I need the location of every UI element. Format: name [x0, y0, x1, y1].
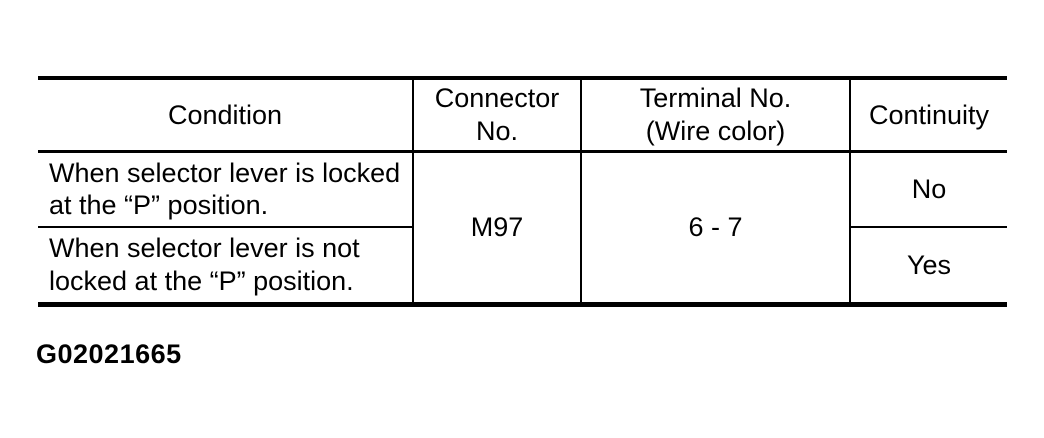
terminal-no-cell: 6 - 7	[580, 151, 851, 304]
continuity-check-table: Condition Connector No. Terminal No. (Wi…	[38, 76, 1007, 307]
connector-no-cell: M97	[412, 151, 582, 304]
table-row-not-locked: When selector lever is not locked at the…	[38, 227, 1007, 304]
continuity-cell-no: No	[849, 151, 1007, 228]
header-terminal-no: Terminal No. (Wire color)	[580, 78, 850, 153]
continuity-cell-yes: Yes	[849, 227, 1007, 304]
figure-id: G02021665	[36, 339, 182, 369]
header-continuity: Continuity	[849, 78, 1007, 153]
header-row: Condition Connector No. Terminal No. (Wi…	[38, 78, 1007, 153]
table-row-locked: When selector lever is locked at the “P”…	[38, 151, 1007, 304]
header-connector-no: Connector No.	[412, 78, 581, 153]
condition-cell-not-locked: When selector lever is not locked at the…	[49, 233, 360, 296]
condition-cell-locked: When selector lever is locked at the “P”…	[38, 151, 413, 228]
header-condition: Condition	[38, 78, 413, 153]
